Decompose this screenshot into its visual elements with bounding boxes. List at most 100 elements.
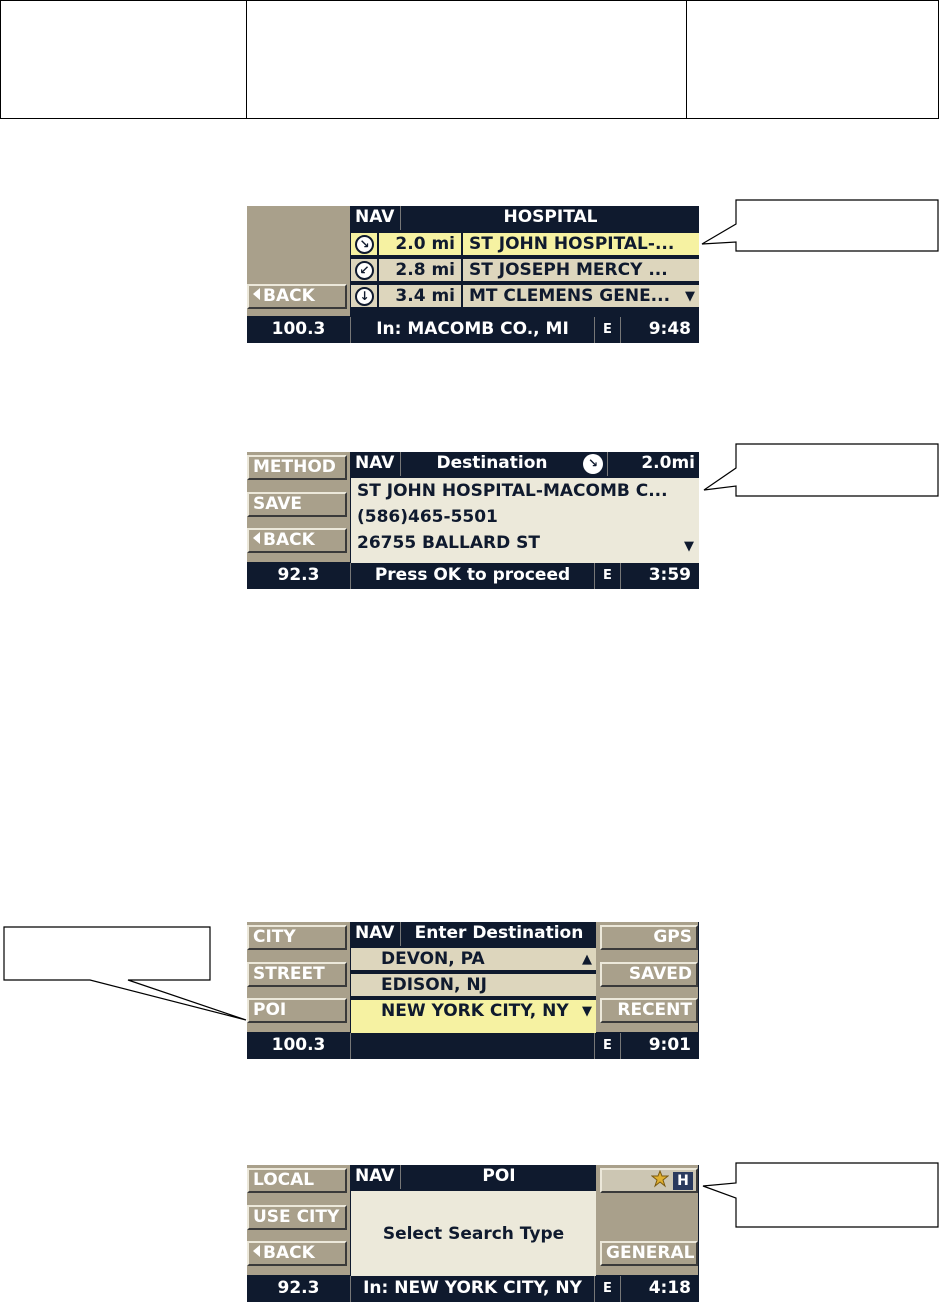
right-softkey-panel: H GENERAL [596,1165,698,1275]
poi-name: ST JOHN HOSPITAL-... [469,234,675,254]
radio-frequency: 100.3 [247,1033,351,1059]
status-message [351,1033,595,1059]
gps-button[interactable]: GPS [600,925,698,950]
screen-title: HOSPITAL [503,207,598,227]
left-softkey-panel: LOCAL USE CITY BACK [247,1165,350,1275]
back-button[interactable]: BACK [247,528,347,553]
left-softkey-panel: BACK [247,206,350,316]
message-panel: Select Search Type [351,1191,596,1276]
nav-label: NAV [351,452,401,476]
right-softkey-panel: GPS SAVED RECENT [596,922,698,1032]
city-name: DEVON, PA [381,949,485,969]
use-city-button[interactable]: USE CITY [247,1205,347,1230]
back-label: BACK [263,530,315,550]
saved-button[interactable]: SAVED [600,962,698,987]
distance: 2.8 mi [377,259,463,283]
header-cell [247,1,687,118]
poi-name: MT CLEMENS GENE... [469,286,671,306]
compass-heading: E [595,317,621,343]
destination-details: ST JOHN HOSPITAL-MACOMB C... (586)465-55… [351,478,699,563]
recent-button[interactable]: RECENT [600,998,698,1023]
distance: 2.0 mi [377,233,463,257]
radio-frequency: 92.3 [247,1276,351,1302]
status-message: In: MACOMB CO., MI [351,317,595,343]
screen-title: POI [482,1166,516,1186]
header-cell [1,1,247,118]
method-button[interactable]: METHOD [247,455,347,480]
destination-name: ST JOHN HOSPITAL-MACOMB C... [357,481,668,501]
back-button[interactable]: BACK [247,1241,347,1266]
general-button[interactable]: GENERAL [600,1241,698,1266]
poi-search-type-screen: LOCAL USE CITY BACK NAV POI Select Searc… [247,1165,699,1302]
list-item[interactable]: DEVON, PA ▲ [351,948,596,972]
status-message: Press OK to proceed [351,563,595,589]
poi-category-button[interactable]: H [600,1168,698,1193]
screen-header: NAV HOSPITAL [351,206,699,230]
status-message: In: NEW YORK CITY, NY [351,1276,595,1302]
clock: 3:59 [648,565,691,585]
list-item[interactable]: ↘ 2.0 mi ST JOHN HOSPITAL-... [351,233,699,257]
nav-label: NAV [351,922,401,946]
back-arrow-icon [253,532,260,544]
save-button[interactable]: SAVE [247,492,347,517]
direction-arrow-icon: ↓ [355,287,374,306]
scroll-down-icon[interactable]: ▼ [582,1004,592,1019]
destination-screen: METHOD SAVE BACK NAV Destination ↘ 2.0mi… [247,452,699,589]
screen-header: NAV Destination ↘ 2.0mi [351,452,699,476]
callout-box [702,1162,939,1228]
back-arrow-icon [253,288,260,300]
scroll-down-icon[interactable]: ▼ [684,539,694,554]
left-softkey-panel: CITY STREET POI [247,922,350,1032]
local-button[interactable]: LOCAL [247,1168,347,1193]
poi-name: ST JOSEPH MERCY ... [469,260,668,280]
city-name: NEW YORK CITY, NY [381,1001,569,1021]
nav-label: NAV [351,206,401,230]
clock: 9:48 [648,319,691,339]
status-bar: 100.3 E 9:01 [247,1033,699,1059]
callout-box [703,443,939,497]
distance: 2.0mi [607,452,699,476]
destination-phone: (586)465-5501 [357,507,498,527]
radio-frequency: 92.3 [247,563,351,589]
scroll-down-icon[interactable]: ▼ [685,289,695,304]
status-bar: 92.3 In: NEW YORK CITY, NY E 4:18 [247,1276,699,1302]
screen-header: NAV POI [351,1165,596,1189]
city-button[interactable]: CITY [247,925,347,950]
street-button[interactable]: STREET [247,962,347,987]
compass-heading: E [595,1033,621,1059]
hospital-list-screen: BACK NAV HOSPITAL ↘ 2.0 mi ST JOHN HOSPI… [247,206,699,343]
list-item[interactable]: ↓ 3.4 mi MT CLEMENS GENE... ▼ [351,285,699,309]
enter-destination-screen: CITY STREET POI NAV Enter Destination GP… [247,922,699,1059]
screen-title: Enter Destination [414,923,584,943]
screen-title: Destination [436,453,548,473]
direction-arrow-icon: ↘ [583,454,603,474]
hospital-icon: H [673,1172,693,1190]
scroll-up-icon[interactable]: ▲ [582,952,592,967]
back-label: BACK [263,1243,315,1263]
header-cell [687,1,938,118]
radio-frequency: 100.3 [247,317,351,343]
list-item[interactable]: ↙ 2.8 mi ST JOSEPH MERCY ... [351,259,699,283]
poi-button[interactable]: POI [247,998,347,1023]
direction-arrow-icon: ↘ [355,235,374,254]
status-bar: 100.3 In: MACOMB CO., MI E 9:48 [247,317,699,343]
back-label: BACK [263,286,315,306]
status-bar: 92.3 Press OK to proceed E 3:59 [247,563,699,589]
city-name: EDISON, NJ [381,975,487,995]
sheriff-star-icon [650,1170,670,1188]
screen-header: NAV Enter Destination [351,922,596,946]
select-search-type-text: Select Search Type [382,1223,565,1244]
back-button[interactable]: BACK [247,284,347,309]
compass-heading: E [595,563,621,589]
direction-arrow-icon: ↙ [355,261,374,280]
back-arrow-icon [253,1245,260,1257]
list-item[interactable]: NEW YORK CITY, NY ▼ [351,1000,596,1033]
callout-box [3,926,247,1021]
list-item[interactable]: EDISON, NJ [351,974,596,998]
destination-address: 26755 BALLARD ST [357,533,540,553]
compass-heading: E [595,1276,621,1302]
clock: 4:18 [648,1278,691,1298]
distance: 3.4 mi [377,285,463,309]
nav-label: NAV [351,1165,401,1189]
clock: 9:01 [648,1035,691,1055]
